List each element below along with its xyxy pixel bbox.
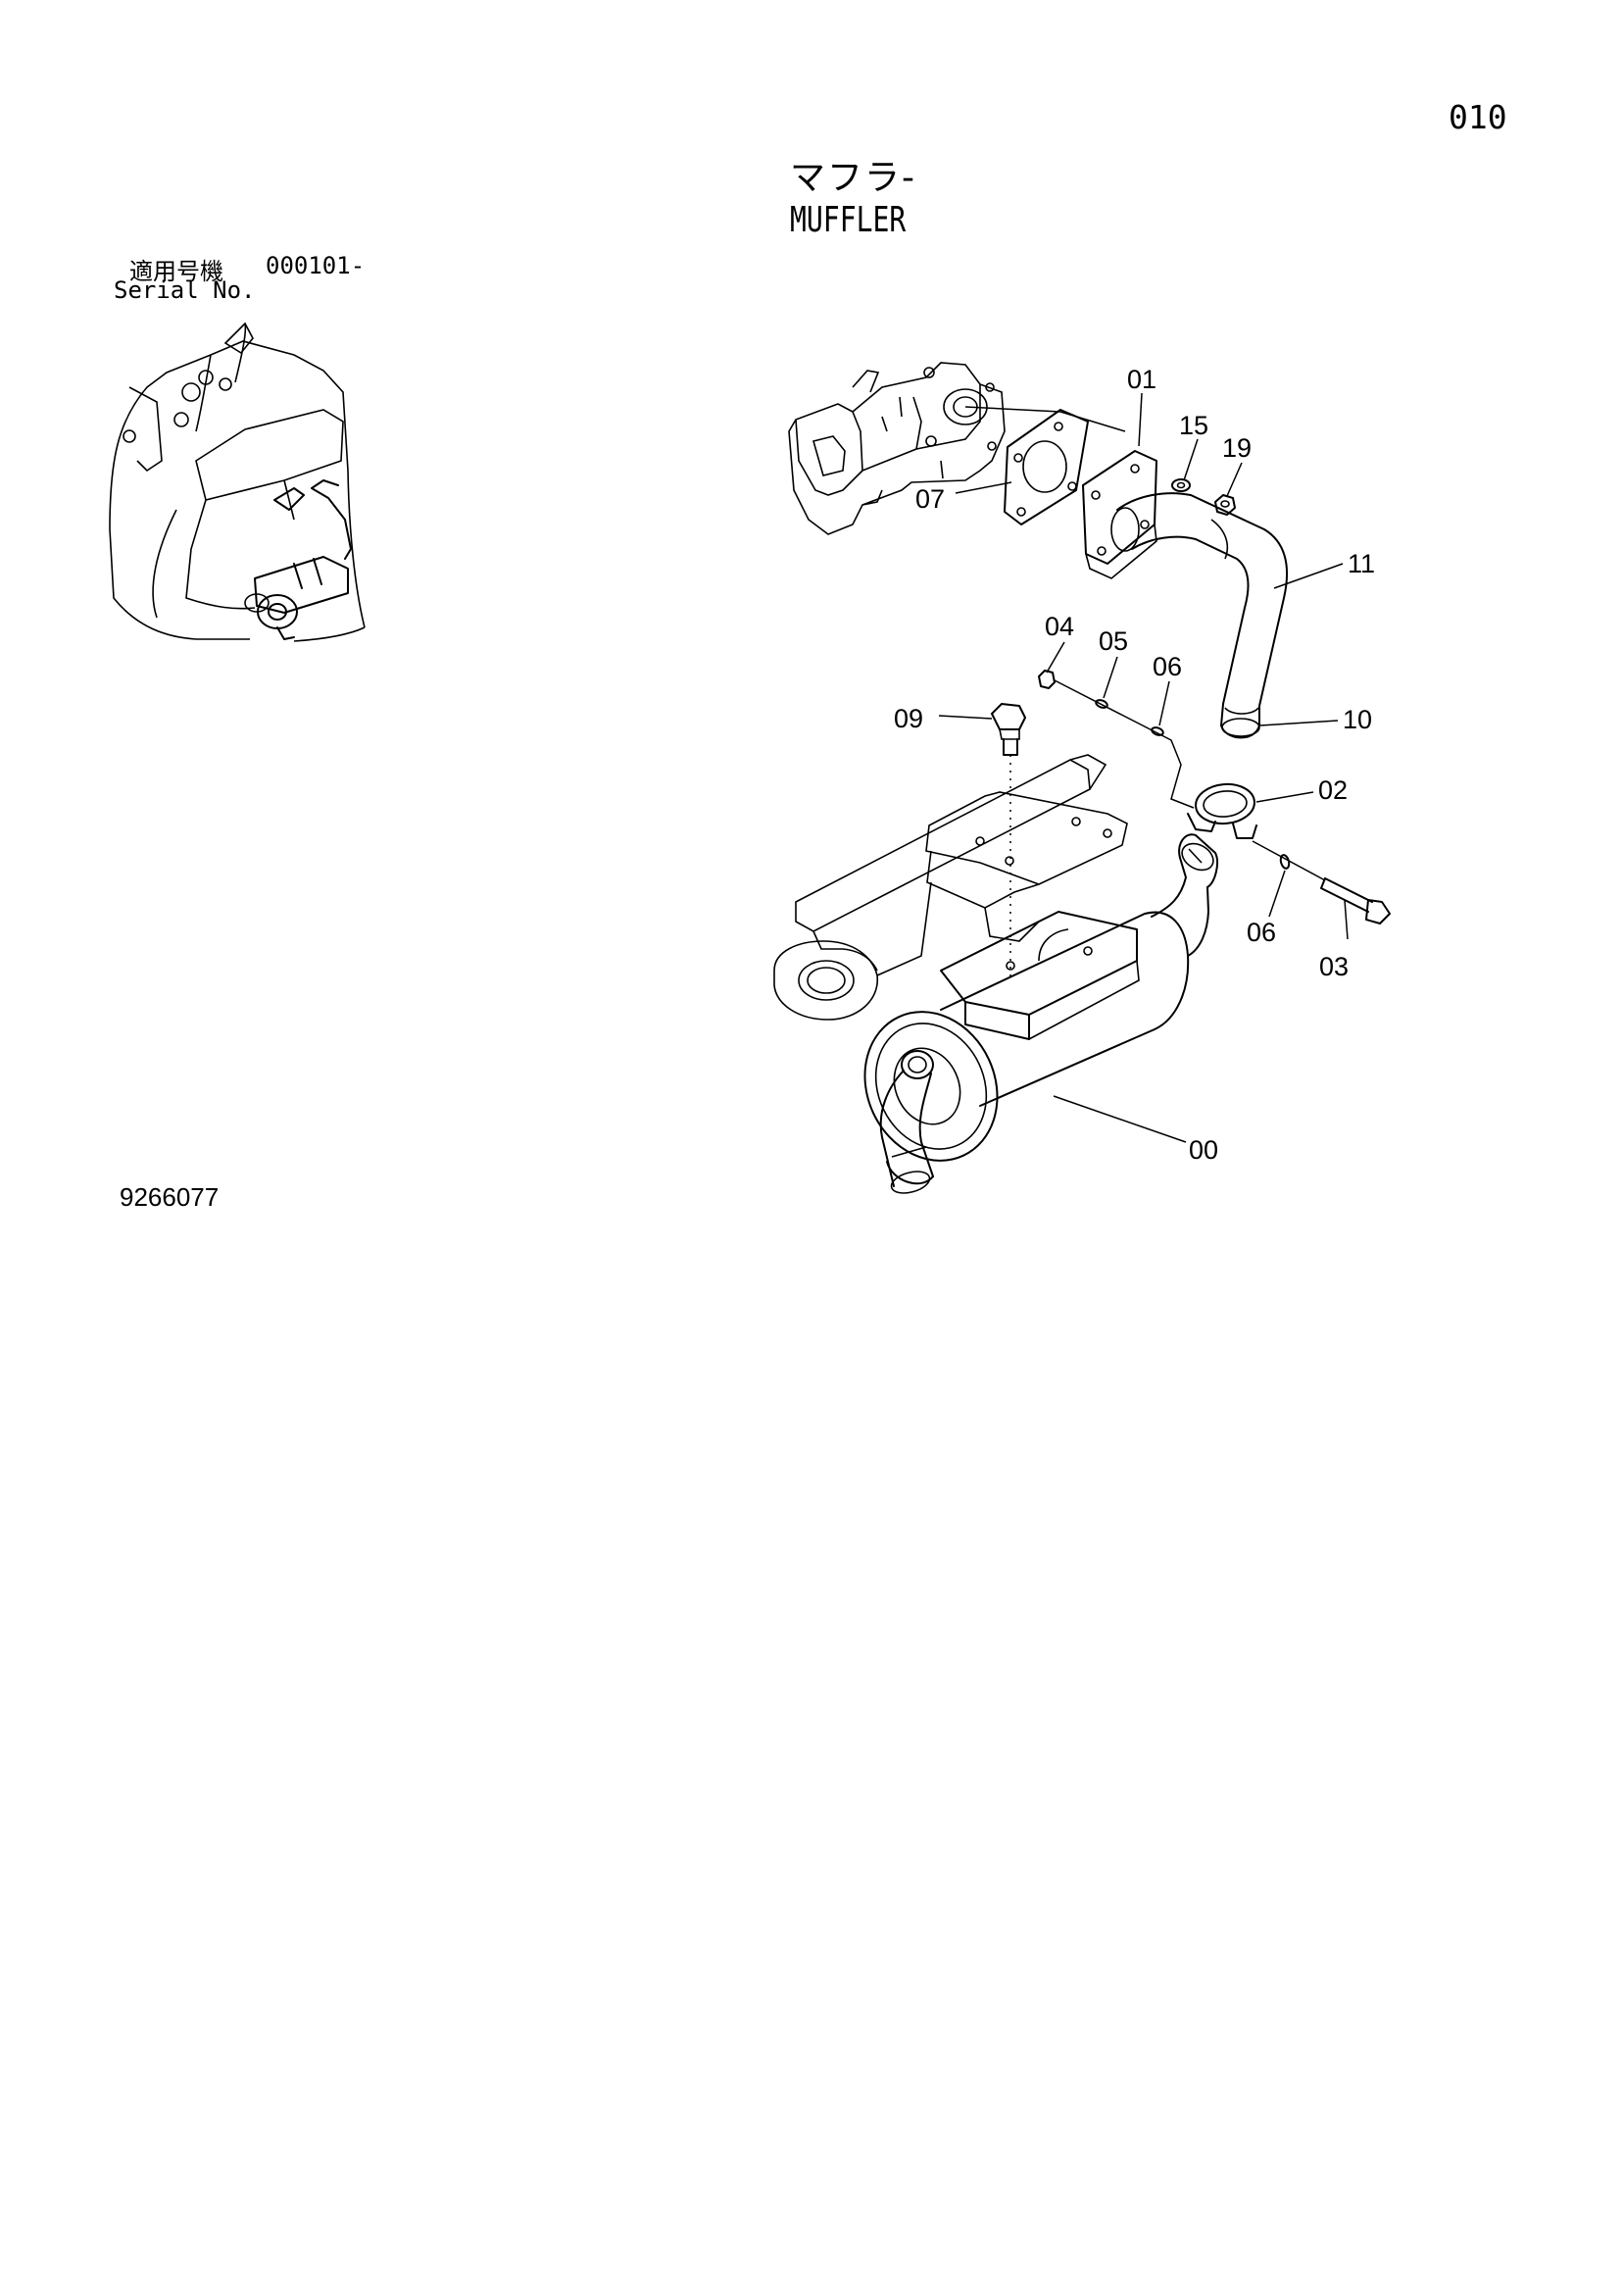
title-japanese: マフラ- <box>790 158 916 198</box>
part-11-exhaust-pipe <box>1082 450 1288 739</box>
serial-label-japanese: 適用号機 <box>129 258 223 285</box>
callout-05: 05 <box>1099 626 1128 656</box>
exhaust-manifold <box>788 362 1061 535</box>
callout-01: 01 <box>1127 365 1156 394</box>
callout-09: 09 <box>894 704 923 733</box>
part-09-bolt <box>991 703 1026 980</box>
callout-15: 15 <box>1179 411 1208 440</box>
serial-number: 000101- <box>266 252 366 279</box>
callout-06-upper: 06 <box>1153 652 1182 681</box>
part-19-nut <box>1214 494 1236 516</box>
callout-19: 19 <box>1222 433 1252 463</box>
callout-03: 03 <box>1319 952 1349 981</box>
part-03-bolt <box>1252 840 1391 924</box>
title-english: MUFFLER <box>790 200 907 240</box>
part-00-muffler <box>863 833 1218 1194</box>
callouts: 01 15 19 11 07 04 05 06 09 10 02 06 03 0… <box>894 365 1375 1165</box>
callout-04: 04 <box>1045 612 1074 641</box>
drawing-id: 9266077 <box>120 1182 220 1212</box>
leader-lines <box>938 392 1349 1143</box>
part-15-washer <box>1171 478 1191 492</box>
mounting-bracket <box>773 754 1128 1021</box>
callout-02: 02 <box>1318 775 1348 805</box>
callout-07: 07 <box>915 484 945 514</box>
callout-11: 11 <box>1348 549 1375 578</box>
part-04-nut <box>1038 670 1056 689</box>
part-06-washer-upper <box>1151 726 1164 736</box>
part-02-clamp <box>1187 782 1257 839</box>
page-number: 010 <box>1449 98 1507 136</box>
part-07-gasket <box>1004 409 1126 525</box>
serial-label-english: Serial No. <box>114 276 256 304</box>
callout-00: 00 <box>1189 1135 1218 1165</box>
callout-10: 10 <box>1343 705 1372 734</box>
machine-location-thumbnail <box>109 322 366 642</box>
callout-06-lower: 06 <box>1247 918 1276 947</box>
